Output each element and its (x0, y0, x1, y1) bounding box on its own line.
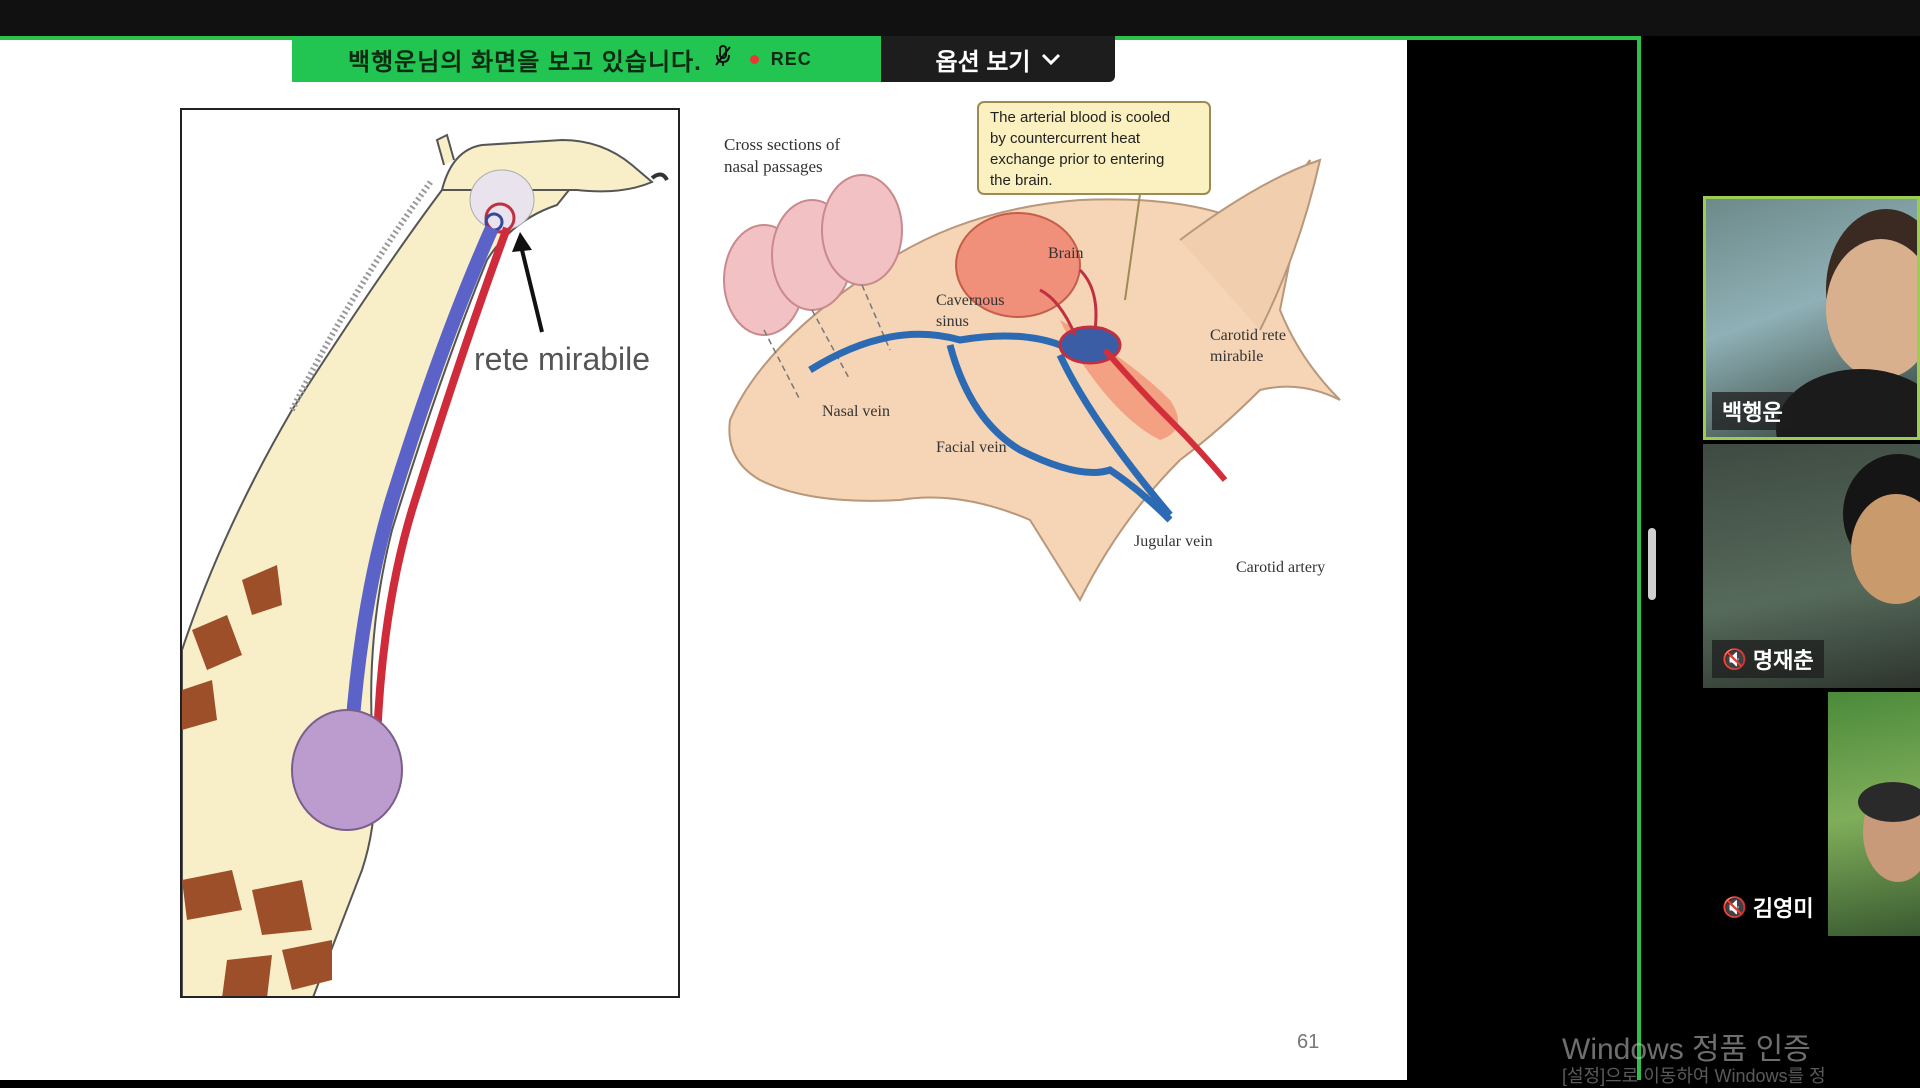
jugular-vein-label: Jugular vein (1134, 533, 1213, 550)
share-banner-text: 백행운님의 화면을 보고 있습니다. (348, 48, 702, 76)
svg-text:exchange prior to entering: exchange prior to entering (990, 151, 1164, 168)
participant-name-tag: 백행운 (1712, 392, 1793, 430)
carotid-artery-label: Carotid artery (1236, 559, 1325, 576)
mic-muted-icon: 🔇 (1722, 648, 1747, 671)
panel-resize-handle[interactable] (1648, 528, 1656, 600)
giraffe-illustration: rete mirabile (180, 108, 680, 998)
view-options-button[interactable]: 옵션 보기 (881, 36, 1115, 82)
svg-text:nasal passages: nasal passages (724, 157, 823, 176)
carotid-rete-label: Carotid rete (1210, 327, 1286, 344)
facial-vein-label: Facial vein (936, 439, 1007, 456)
mic-muted-icon: 🔇 (1722, 896, 1747, 919)
participant-name-tag: 🔇 김영미 (1712, 888, 1824, 926)
chevron-down-icon (1041, 53, 1060, 65)
participant-name-tag: 🔇 명재춘 (1712, 640, 1824, 678)
slide-page-number: 61 (1297, 1031, 1320, 1053)
svg-text:by countercurrent heat: by countercurrent heat (990, 130, 1141, 147)
recording-dot-icon (749, 54, 759, 64)
rete-mirabile-label: rete mirabile (474, 341, 650, 377)
participant-video-tile[interactable] (1703, 196, 1920, 440)
avatar-body (1776, 369, 1917, 437)
anatomy-diagram: The arterial blood is cooled by counterc… (700, 100, 1360, 620)
svg-text:the brain.: the brain. (990, 172, 1053, 189)
avatar-face (1851, 494, 1920, 604)
share-dark-area (1407, 40, 1641, 1080)
brain-label: Brain (1048, 245, 1084, 262)
avatar-face (1826, 239, 1917, 379)
cavernous-sinus-label: Cavernous (936, 292, 1004, 309)
svg-text:mirabile: mirabile (1210, 348, 1263, 365)
nasal-vein-label: Nasal vein (822, 403, 890, 420)
screen-share-banner: 백행운님의 화면을 보고 있습니다. REC (292, 36, 881, 82)
participant-name: 김영미 (1752, 896, 1814, 921)
participant-video-tile[interactable] (1828, 692, 1920, 936)
avatar-hair (1858, 782, 1920, 822)
cross-sections-label: Cross sections of (724, 135, 841, 154)
participant-name: 백행운 (1722, 400, 1783, 425)
label-arrow (520, 249, 544, 333)
callout-text: The arterial blood is cooled by counterc… (990, 109, 1170, 189)
windows-activation-subtext: [설정]으로 이동하여 Windows를 정 (1562, 1066, 1826, 1086)
rec-label: REC (770, 48, 812, 69)
participant-name: 명재춘 (1752, 648, 1814, 673)
mic-muted-icon (714, 45, 732, 73)
svg-text:The arterial blood is cooled: The arterial blood is cooled (990, 109, 1170, 126)
view-options-label: 옵션 보기 (935, 48, 1031, 76)
svg-text:sinus: sinus (936, 313, 969, 330)
windows-activation-watermark: Windows 정품 인증 (1562, 1033, 1811, 1066)
top-bar (0, 0, 1920, 36)
